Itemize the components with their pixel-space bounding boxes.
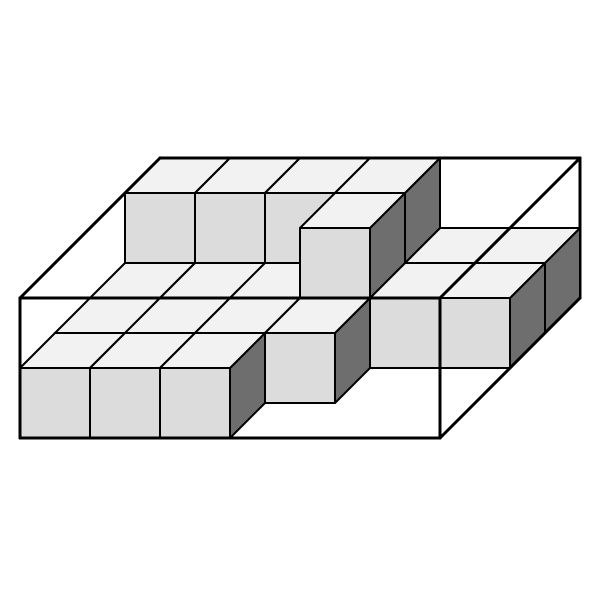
cube-top-face	[299, 192, 406, 229]
box-front-edge-7	[438, 296, 582, 440]
cube-front-face	[89, 367, 161, 439]
box-front-edge-5	[438, 156, 582, 300]
cube	[159, 332, 266, 439]
cube-stack	[19, 157, 581, 439]
cube	[439, 262, 546, 369]
cube	[264, 297, 371, 404]
cube-front-face	[124, 192, 196, 264]
cube-front-face	[264, 332, 336, 404]
cube-front-face	[439, 297, 511, 369]
cube-front-face	[369, 297, 441, 369]
cube	[299, 192, 406, 299]
cube-front-face	[19, 367, 91, 439]
cube-front-face	[194, 192, 266, 264]
box-front-edges	[18, 156, 582, 440]
cube-front-face	[299, 227, 371, 299]
box-front-edge-4	[18, 156, 162, 300]
cube-top-face	[159, 332, 266, 369]
cube-front-face	[159, 367, 231, 439]
